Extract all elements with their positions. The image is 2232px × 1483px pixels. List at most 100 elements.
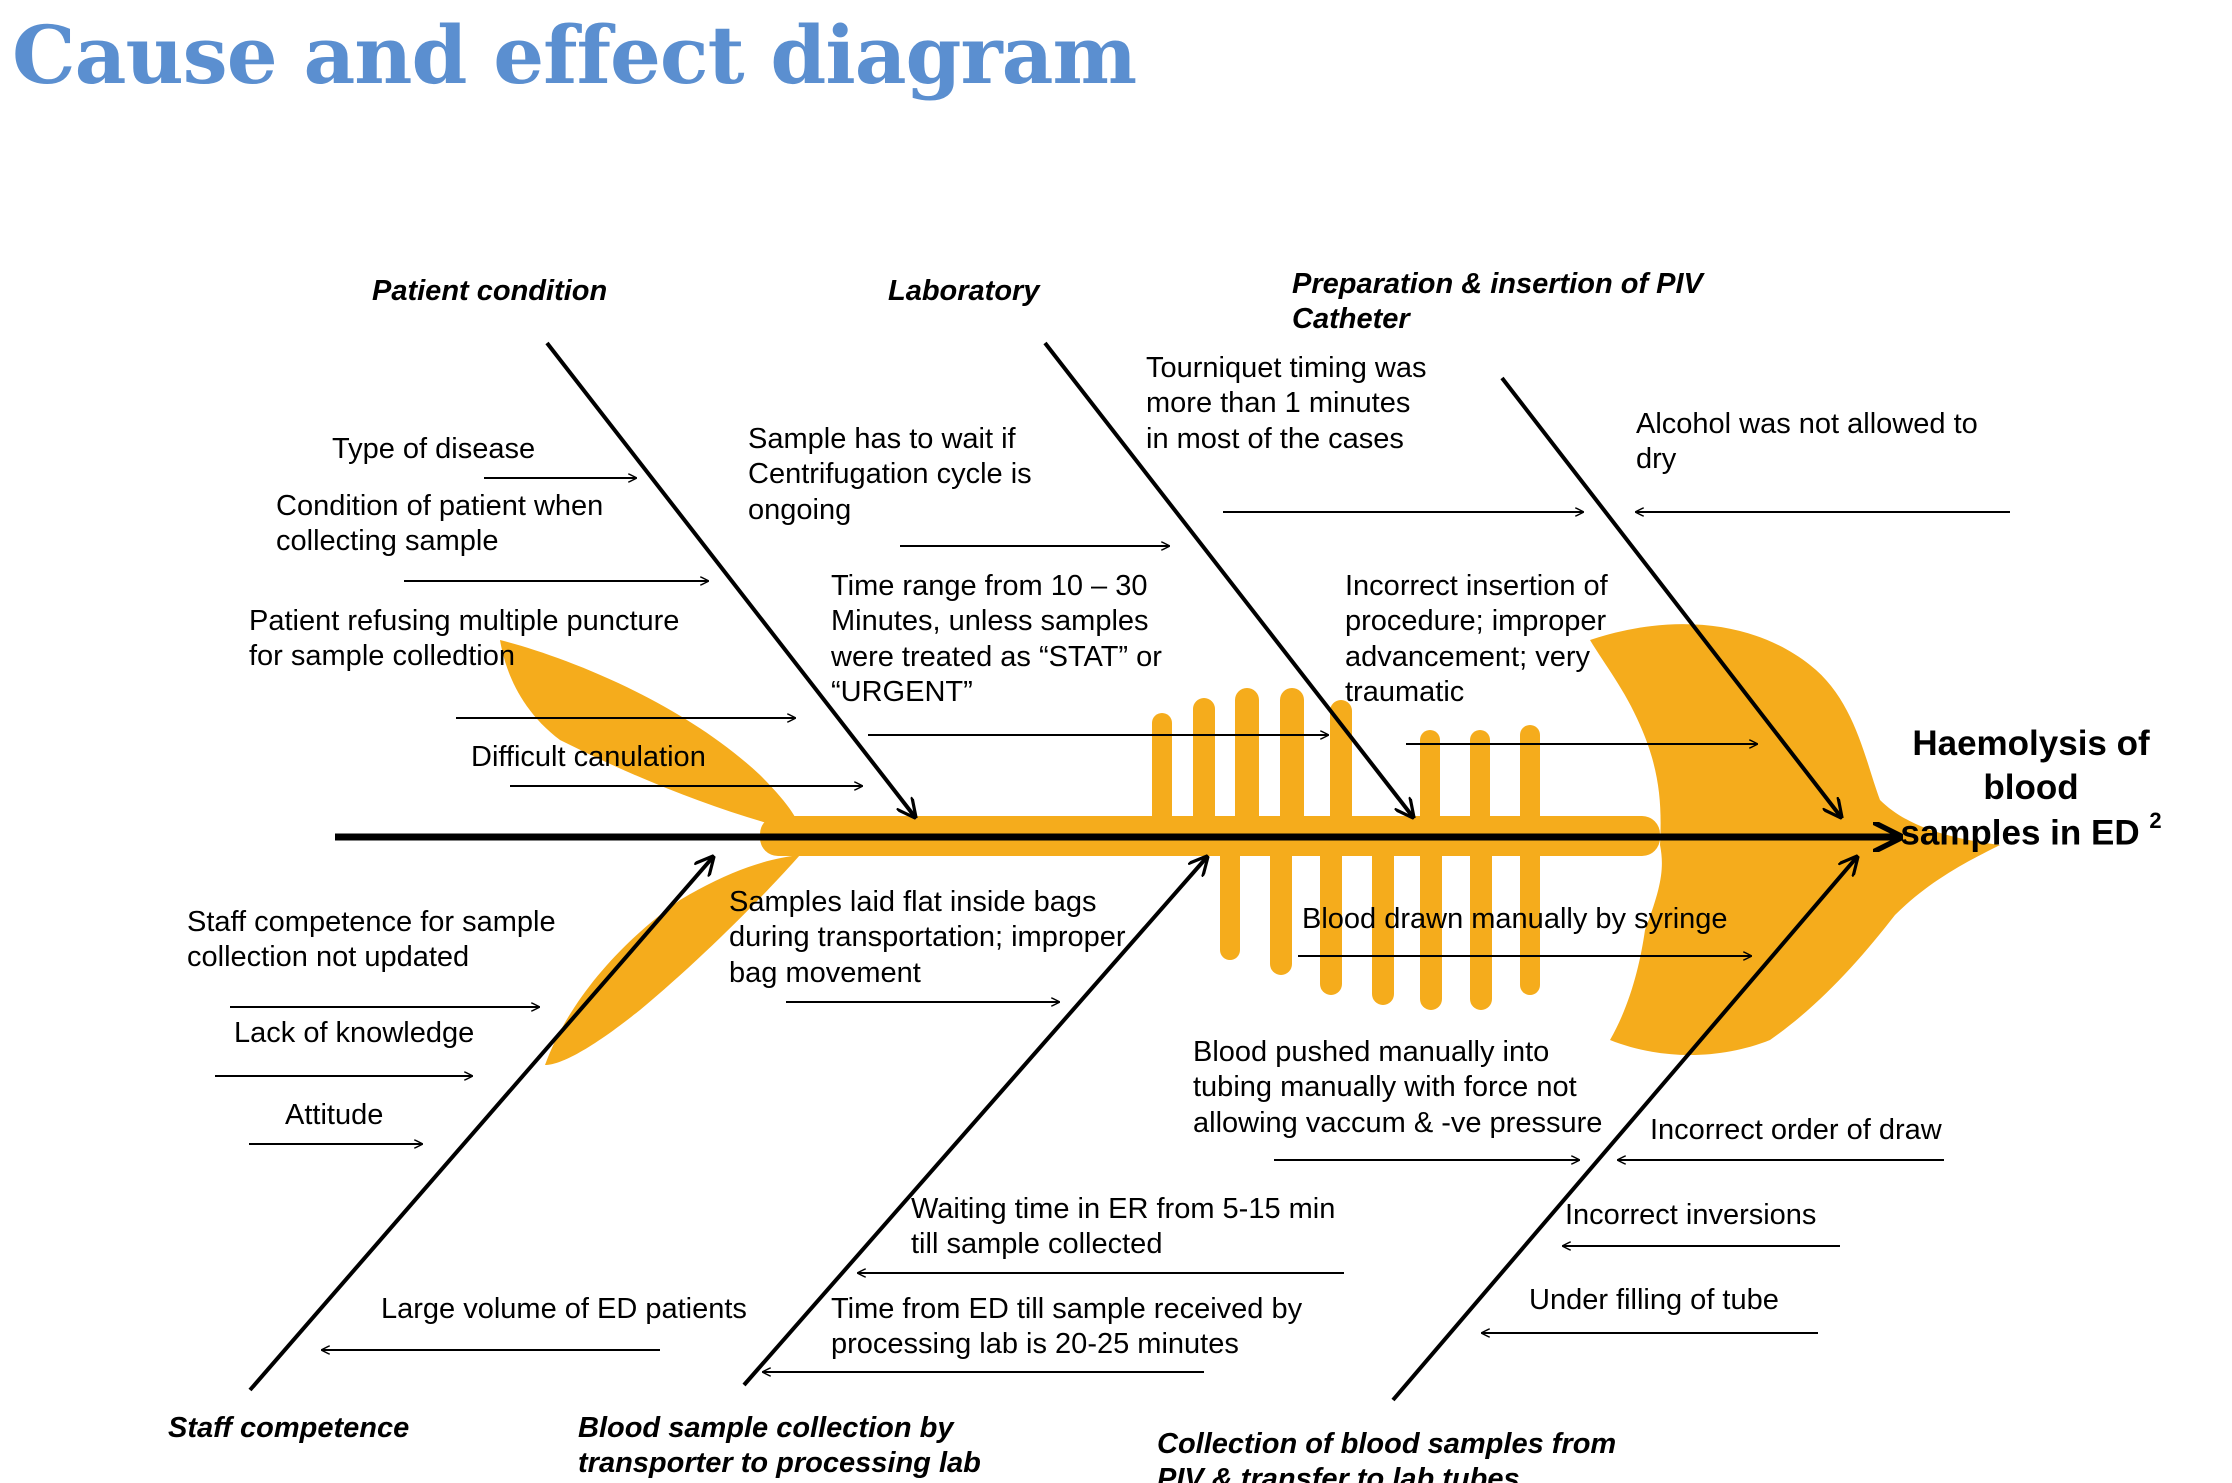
cause-line: Patient refusing multiple puncture	[249, 605, 680, 637]
cause-line: Incorrect insertion of	[1345, 570, 1608, 602]
cause-line: Alcohol was not allowed to	[1636, 408, 1978, 440]
rib	[1193, 698, 1215, 840]
category-staff-competence: Staff competence	[168, 1412, 410, 1444]
cause-line: were treated as “STAT” or	[831, 640, 1162, 673]
effect-line: blood	[1983, 768, 2079, 808]
cause-line: during transportation; improper	[729, 921, 1126, 954]
cause-line: Condition of patient when	[276, 490, 604, 522]
footnote-marker: 2	[2149, 807, 2162, 833]
cause-line: collection not updated	[187, 941, 470, 974]
cause-line: Blood pushed manually into	[1193, 1036, 1550, 1068]
bone-transport	[742, 857, 1207, 1387]
bone-staff-competence	[248, 857, 713, 1392]
cause-label: Staff competence for sample collection n…	[187, 905, 556, 976]
effect-line-text: samples in ED	[1900, 813, 2140, 853]
cause-label: Time from ED till sample received by pro…	[831, 1292, 1302, 1363]
cause-label: Samples laid flat inside bags during tra…	[729, 885, 1126, 991]
rib	[1235, 688, 1259, 840]
cause-label: Condition of patient when collecting sam…	[276, 489, 603, 560]
cause-line: for sample colledtion	[249, 640, 515, 673]
rib	[1372, 845, 1394, 1005]
rib	[1420, 845, 1442, 1010]
bone-patient-condition	[545, 341, 915, 817]
cause-arrows	[215, 478, 2010, 1372]
cause-label: Difficult canulation	[471, 740, 706, 775]
cause-line: Tourniquet timing was	[1146, 352, 1427, 384]
cause-label: Alcohol was not allowed to dry	[1636, 407, 1978, 478]
rib	[1220, 845, 1240, 960]
rib	[1520, 845, 1540, 995]
cause-line: Time range from 10 – 30	[831, 570, 1148, 602]
cause-label: Blood pushed manually into tubing manual…	[1193, 1035, 1602, 1141]
cause-line: collecting sample	[276, 525, 499, 558]
cause-label: Sample has to wait if Centrifugation cyc…	[748, 422, 1032, 528]
rib	[1280, 688, 1304, 840]
cause-line: Centrifugation cycle is	[748, 458, 1032, 491]
category-transport-line: Blood sample collection by	[578, 1412, 954, 1444]
cause-line: “URGENT”	[831, 676, 973, 709]
page-title: Cause and effect diagram	[12, 8, 1137, 102]
bone-laboratory	[1043, 341, 1413, 817]
cause-line: Lack of knowledge	[234, 1017, 475, 1049]
cause-line: Type of disease	[332, 433, 536, 465]
cause-line: advancement; very	[1345, 640, 1591, 673]
cause-line: Blood drawn manually by syringe	[1302, 903, 1728, 935]
cause-line: processing lab is 20-25 minutes	[831, 1328, 1239, 1361]
cause-label: Under filling of tube	[1529, 1283, 1779, 1318]
category-patient-condition: Patient condition	[372, 275, 608, 307]
cause-line: bag movement	[729, 956, 921, 989]
cause-line: dry	[1636, 443, 1677, 476]
bone-collection	[1391, 857, 1857, 1402]
category-bones	[248, 341, 1857, 1402]
rib	[1270, 845, 1292, 975]
cause-line: Samples laid flat inside bags	[729, 886, 1097, 918]
cause-label: Patient refusing multiple puncture for s…	[249, 604, 679, 675]
cause-line: Attitude	[285, 1099, 384, 1131]
rib	[1320, 845, 1342, 995]
cause-line: Difficult canulation	[471, 741, 706, 773]
cause-line: Incorrect inversions	[1565, 1199, 1817, 1231]
bone-preparation	[1500, 376, 1841, 817]
cause-line: Under filling of tube	[1529, 1284, 1779, 1316]
cause-label: Waiting time in ER from 5-15 min till sa…	[911, 1192, 1335, 1263]
cause-label: Type of disease	[332, 432, 535, 467]
cause-label: Blood drawn manually by syringe	[1302, 902, 1728, 937]
cause-line: allowing vaccum & -ve pressure	[1193, 1106, 1603, 1139]
category-collection-line: Collection of blood samples from	[1157, 1428, 1617, 1460]
cause-line: more than 1 minutes	[1146, 387, 1411, 420]
cause-line: Waiting time in ER from 5-15 min	[911, 1193, 1336, 1225]
cause-line: Large volume of ED patients	[381, 1293, 747, 1325]
cause-label: Incorrect order of draw	[1650, 1113, 1942, 1148]
cause-line: ongoing	[748, 493, 852, 526]
rib	[1470, 730, 1490, 840]
cause-line: in most of the cases	[1146, 422, 1404, 455]
category-preparation-line: Preparation & insertion of PIV	[1292, 268, 1703, 300]
cause-line: Staff competence for sample	[187, 906, 556, 938]
category-transport-line: transporter to processing lab	[578, 1447, 981, 1480]
cause-label: Lack of knowledge	[234, 1016, 474, 1051]
rib	[1520, 725, 1540, 840]
cause-label: Incorrect inversions	[1565, 1198, 1816, 1233]
cause-label: Incorrect insertion of procedure; improp…	[1345, 569, 1608, 711]
cause-label: Attitude	[285, 1098, 383, 1133]
cause-line: tubing manually with force not	[1193, 1071, 1577, 1104]
category-laboratory: Laboratory	[888, 275, 1040, 307]
category-preparation-line: Catheter	[1292, 303, 1410, 336]
cause-line: Time from ED till sample received by	[831, 1293, 1303, 1325]
category-transport: Blood sample collection by transporter t…	[578, 1411, 981, 1482]
cause-label: Large volume of ED patients	[381, 1292, 747, 1327]
category-preparation: Preparation & insertion of PIV Catheter	[1292, 267, 1703, 338]
cause-label: Time range from 10 – 30 Minutes, unless …	[831, 569, 1162, 711]
cause-line: Incorrect order of draw	[1650, 1114, 1942, 1146]
rib	[1152, 713, 1172, 840]
fish-tail-lower	[545, 855, 800, 1065]
cause-line: Sample has to wait if	[748, 423, 1016, 455]
rib	[1420, 730, 1440, 840]
category-collection: Collection of blood samples from PIV & t…	[1157, 1427, 1616, 1483]
effect-line: samples in ED 2	[1888, 807, 2174, 856]
category-collection-line: PIV & transfer to lab tubes	[1157, 1463, 1520, 1483]
effect-line: Haemolysis of	[1912, 724, 2150, 763]
rib	[1330, 700, 1352, 840]
